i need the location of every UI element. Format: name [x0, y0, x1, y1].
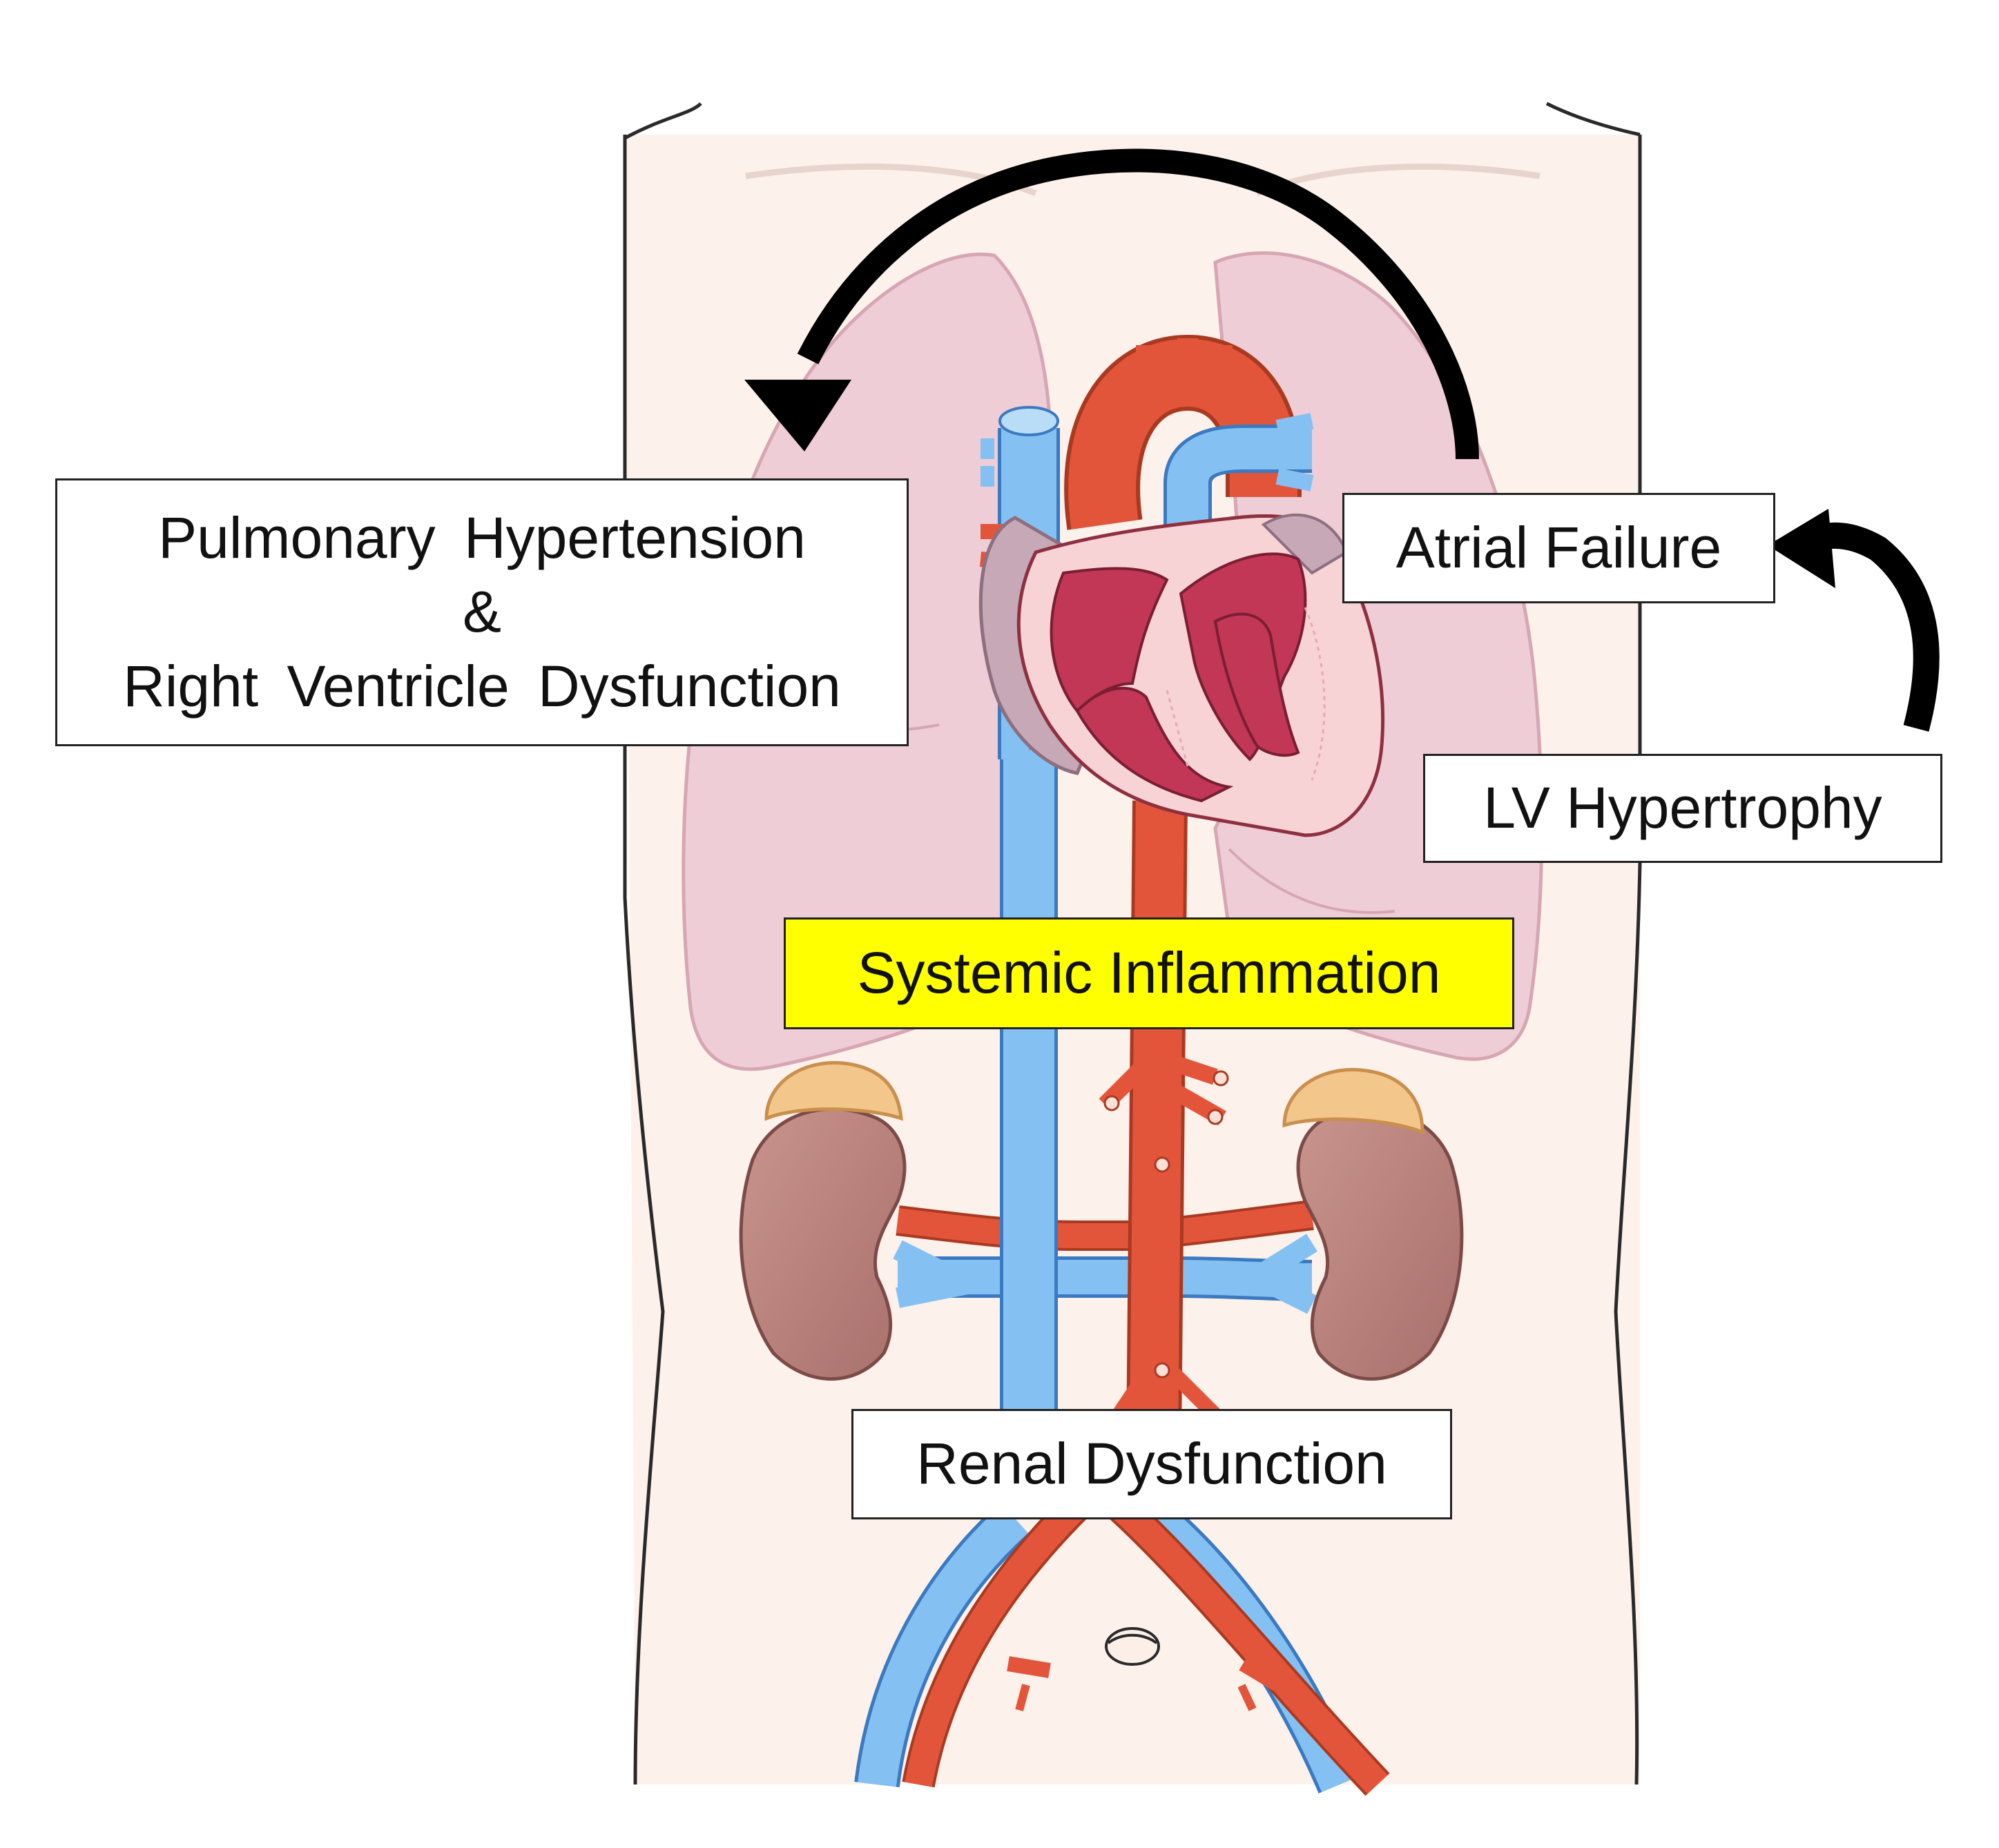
renal-vessels-illustration [893, 1200, 1317, 1314]
renal-dysfunction-label: Renal Dysfunction [916, 1431, 1387, 1497]
pulmonary-hypertension-box: Pulmonary Hypertension & Right Ventricle… [55, 478, 909, 746]
pulmonary-label-line2: & [462, 579, 502, 645]
heart-chamber-right [1050, 567, 1169, 713]
arc-arrow-shaft [797, 148, 1479, 460]
hook-arrow-head [1768, 509, 1835, 588]
atrial-failure-label: Atrial Failure [1396, 515, 1722, 581]
heart-illustration [978, 334, 1385, 837]
aorta-branches [1099, 1055, 1229, 1421]
aorta-fill [1129, 800, 1184, 1513]
right-kidney-illustration [739, 1061, 907, 1381]
lv-hypertrophy-box: LV Hypertrophy [1423, 754, 1942, 863]
pulmonary-label-line1: Pulmonary Hypertension [158, 505, 806, 570]
systemic-inflammation-box: Systemic Inflammation [784, 917, 1514, 1029]
atrial-failure-box: Atrial Failure [1342, 493, 1775, 603]
systemic-inflammation-label: Systemic Inflammation [857, 940, 1441, 1006]
arc-arrow-head [744, 380, 851, 451]
iliac-vessels-illustration [854, 1492, 1390, 1796]
feedback-arrows [744, 148, 1940, 732]
lv-hypertrophy-label: LV Hypertrophy [1483, 775, 1882, 841]
renal-dysfunction-box: Renal Dysfunction [851, 1409, 1452, 1519]
left-ventricle [1213, 612, 1300, 757]
right-ventricle [1075, 686, 1234, 803]
left-kidney-illustration [1282, 1068, 1464, 1381]
pulmonary-label-line3: Right Ventricle Dysfunction [123, 653, 841, 719]
